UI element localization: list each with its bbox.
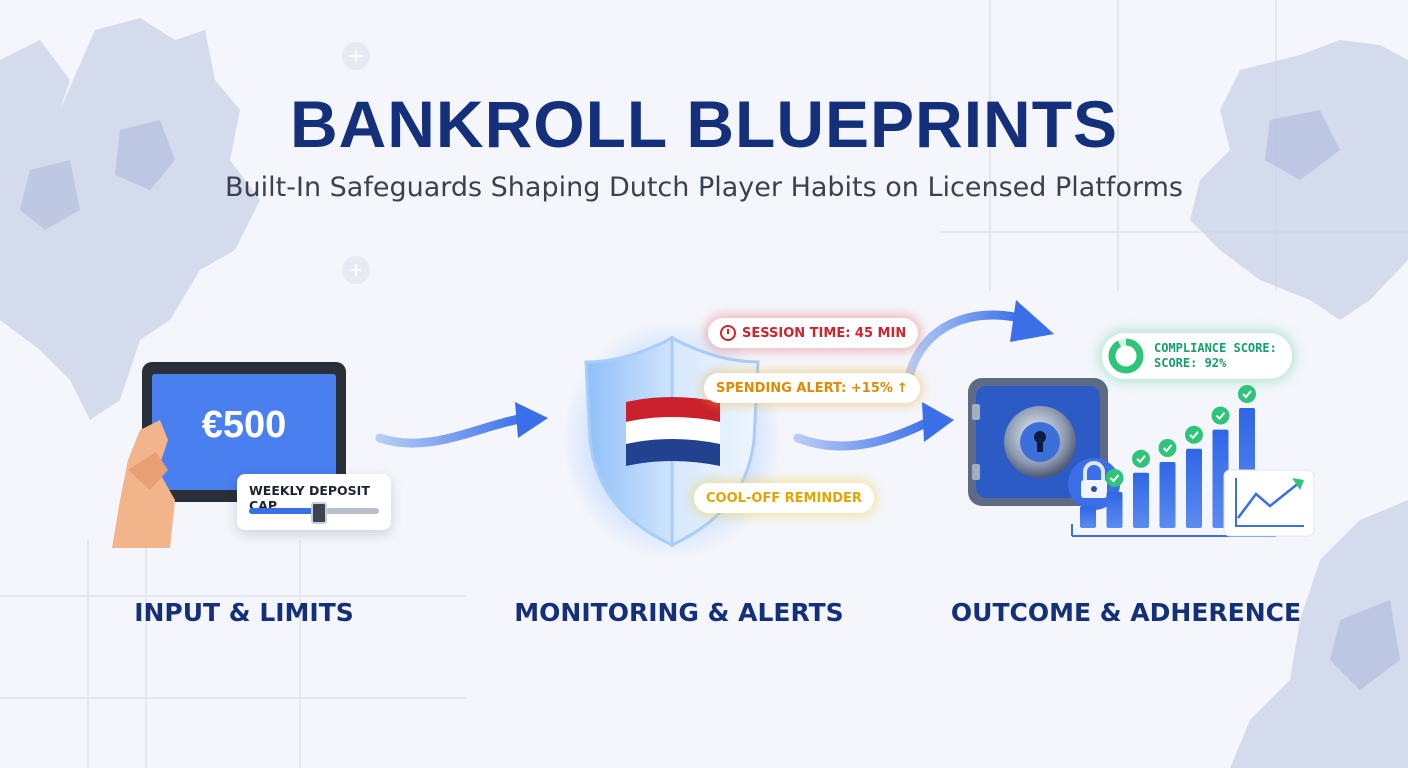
arrow-up-icon: ↑ [896,380,908,396]
netherlands-flag-icon [626,397,720,466]
trend-chart-icon [1223,469,1315,537]
flow-arrow-2 [793,402,954,451]
session-time-alert: SESSION TIME: 45 MIN [708,318,919,348]
check-mark [1136,455,1146,464]
adherence-bar [1080,506,1096,528]
hand-icon [112,420,175,548]
spending-alert-text: SPENDING ALERT: +15% [716,380,893,396]
clock-icon [720,325,736,341]
score-ring-icon [1108,338,1144,374]
compliance-score-value: SCORE: 92% [1154,356,1227,370]
check-icon [1105,469,1124,487]
adherence-bar [1186,448,1202,528]
check-icon [1211,406,1230,425]
compliance-score-label: COMPLIANCE SCORE: [1154,341,1277,355]
adherence-bar [1106,492,1123,528]
spending-alert: SPENDING ALERT: +15% ↑ [704,373,920,403]
deposit-cap-card: WEEKLY DEPOSIT CAP [237,474,391,530]
adherence-bar [1159,462,1176,528]
session-time-text: SESSION TIME: 45 MIN [742,325,907,341]
check-mark [1162,444,1173,453]
check-icon [1185,425,1203,444]
check-icon [1238,385,1256,403]
slider-handle[interactable] [310,502,327,524]
stage-label-monitoring: MONITORING & ALERTS [514,598,844,627]
deposit-amount: €500 [201,404,287,446]
page-title: BANKROLL BLUEPRINTS [289,87,1119,161]
adherence-bar [1133,472,1149,528]
tablet-icon [142,362,346,502]
stage-label-input: INPUT & LIMITS [134,598,354,627]
slider-fill [249,508,317,514]
check-icon [1158,439,1177,457]
stage-label-outcome: OUTCOME & ADHERENCE [950,598,1302,627]
check-mark [1189,431,1199,440]
flow-arrow-1 [375,402,548,448]
cool-off-text: COOL-OFF REMINDER [706,490,862,506]
cool-off-reminder: COOL-OFF REMINDER [694,483,874,513]
compliance-score-card: COMPLIANCE SCORE: SCORE: 92% [1102,333,1292,379]
check-mark [1215,411,1226,421]
check-icon [1132,449,1150,468]
flow-arrow-3 [903,300,1054,387]
page-subtitle: Built-In Safeguards Shaping Dutch Player… [225,172,1183,203]
check-mark [1109,474,1120,483]
check-mark [1242,390,1252,399]
deposit-cap-slider[interactable] [249,502,379,524]
